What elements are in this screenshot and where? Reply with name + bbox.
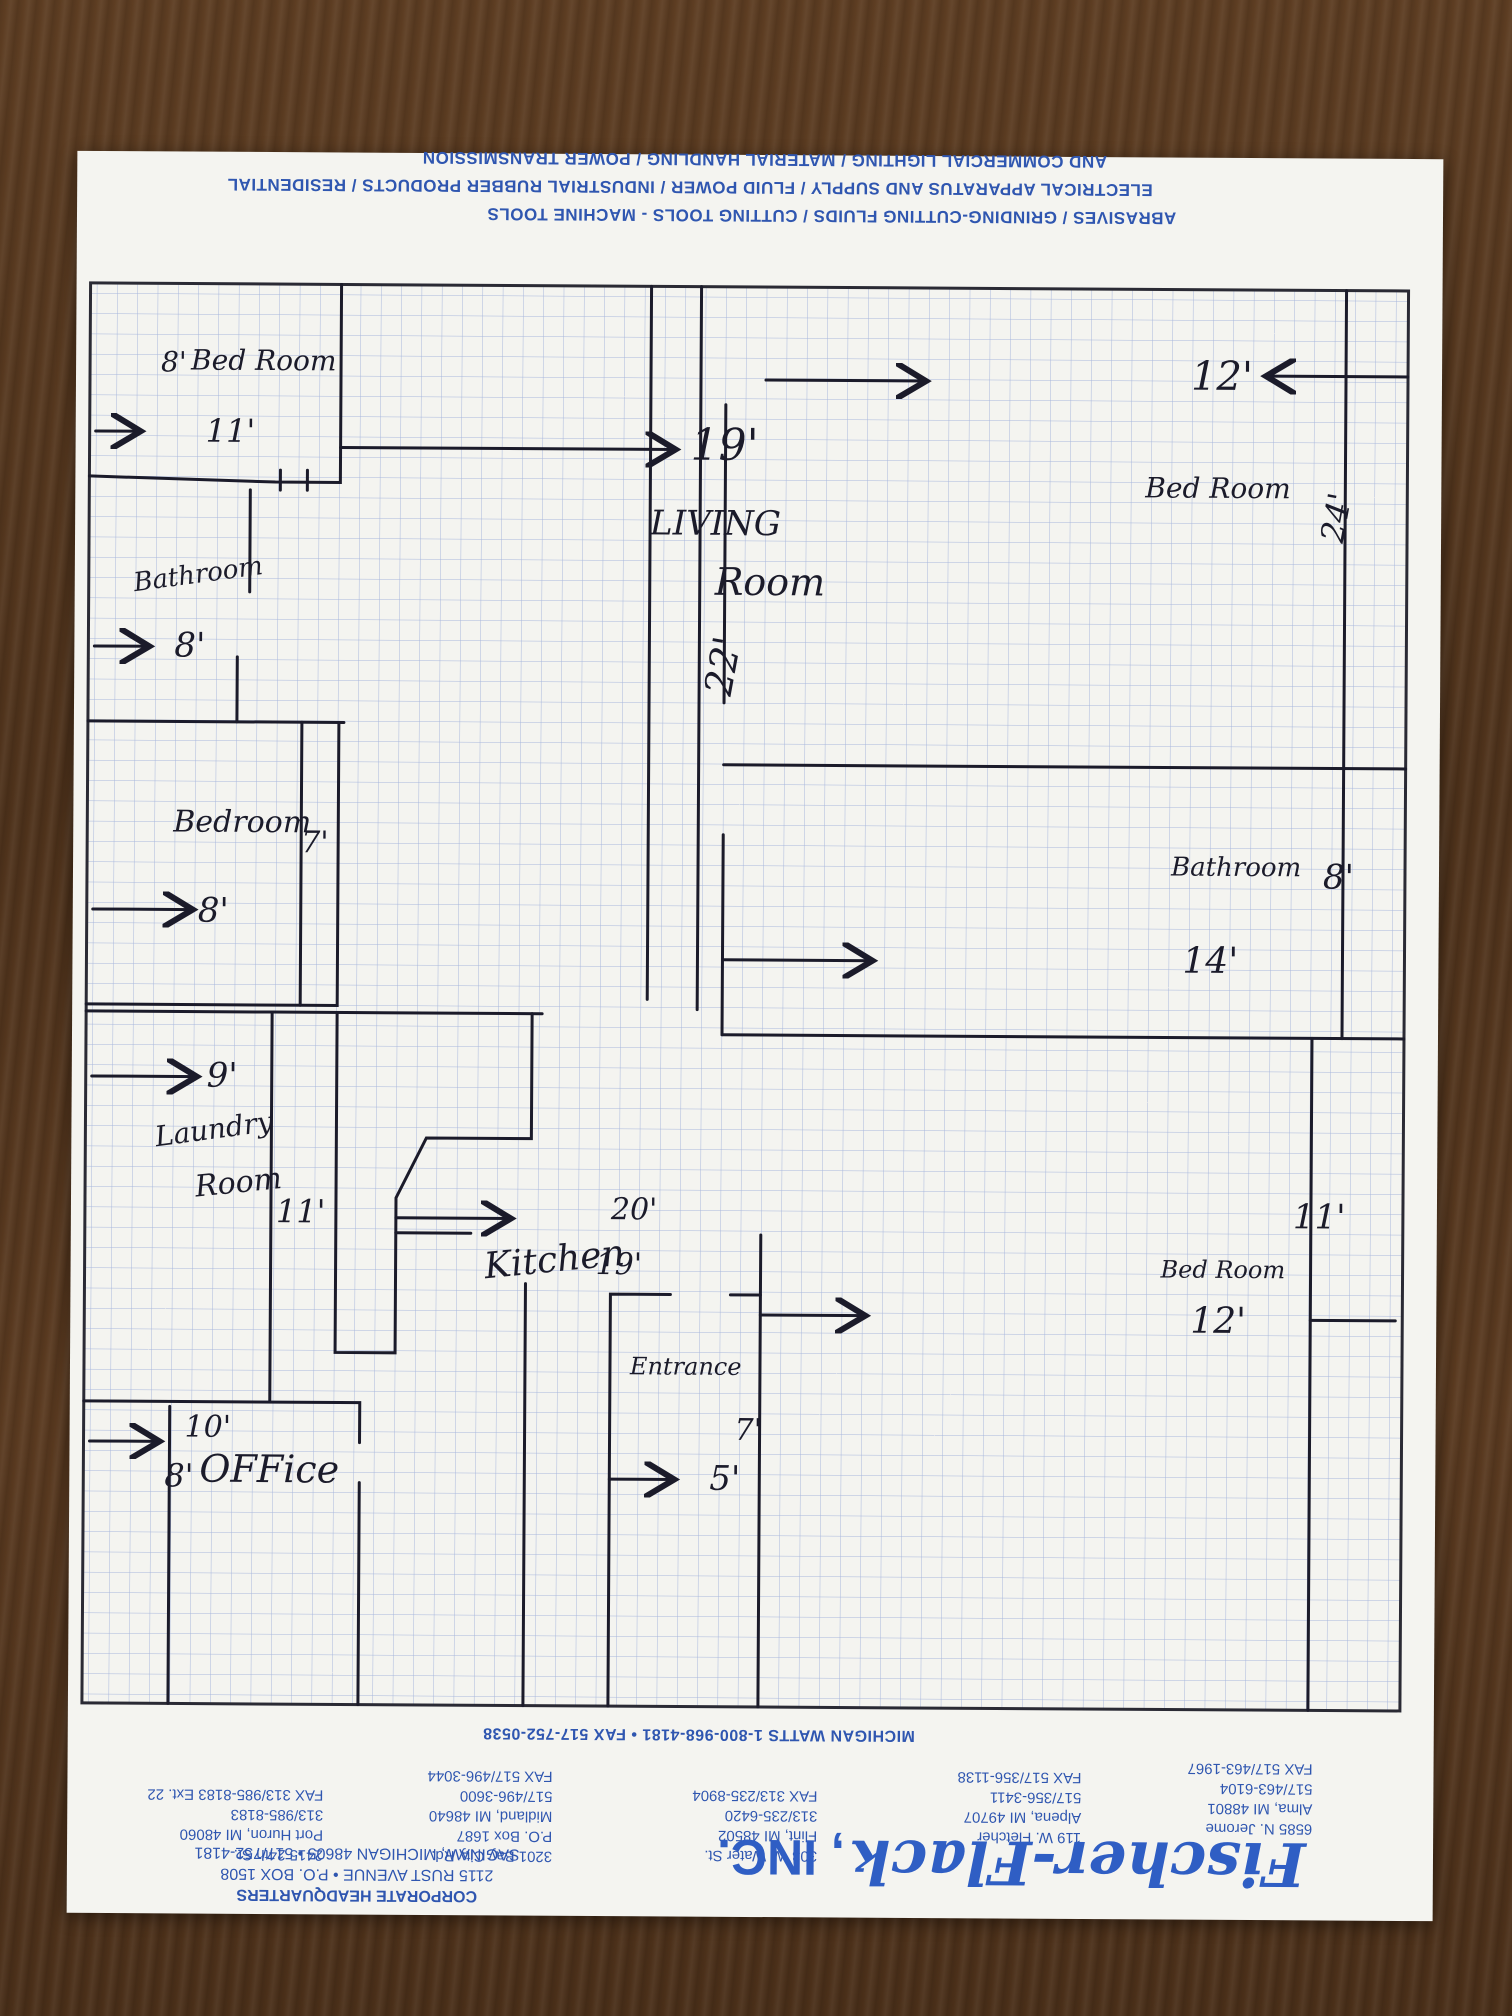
label-bedroom-se-w: 12' <box>1190 1301 1246 1342</box>
label-office-h: 8' <box>164 1456 193 1494</box>
logo-suffix: , INC. <box>716 1828 845 1886</box>
label-laundry-2: Room <box>192 1161 283 1205</box>
label-office-w: 10' <box>184 1410 231 1445</box>
label-bathroom-e-h: 8' <box>1323 857 1354 897</box>
label-bedroom-w-w: 8' <box>198 891 229 931</box>
hq-address-1: 2115 RUST AVENUE • P.O. BOX 1508 <box>220 1864 494 1884</box>
branch-alma: 6585 N. Jerome Alma, MI 48801 517/463-61… <box>1187 1759 1313 1838</box>
label-bedroom-ne-w: 12' <box>1191 354 1253 400</box>
company-logo: Fischer-Flack , INC. <box>717 1825 1306 1899</box>
grid-area <box>80 281 1411 1713</box>
floor-plan-drawing: 8' Bed Room 11' 19' LIVING Room 22' 12' … <box>80 281 1411 1713</box>
label-bedroom-w: Bedroom <box>172 804 311 840</box>
label-laundry-w: 9' <box>207 1056 238 1096</box>
label-bedroom-w-h: 7' <box>301 825 329 860</box>
label-kitchen-h: 19' <box>595 1247 642 1282</box>
label-entrance: Entrance <box>629 1352 742 1381</box>
label-bedroom-ne-h: 24' <box>1313 490 1359 547</box>
label-bedroom-nw-w: 8' <box>161 345 187 378</box>
label-bedroom-ne: Bed Room <box>1144 471 1291 505</box>
label-bedroom-nw-l: 11' <box>206 412 256 450</box>
footer-watts-line: MICHIGAN WATTS 1-800-968-4181 • FAX 517-… <box>482 1724 915 1744</box>
label-office: OFFice <box>199 1447 339 1492</box>
label-bathroom-e-w: 14' <box>1182 941 1238 982</box>
label-bathroom-e: Bathroom <box>1170 853 1301 884</box>
label-bedroom-se-h: 11' <box>1293 1197 1346 1237</box>
label-kitchen-w: 20' <box>610 1192 658 1227</box>
hq-address-2: SAGINAW, MICHIGAN 48605 • 517/752-4181 <box>194 1843 520 1863</box>
label-bedroom-nw: Bed Room <box>190 344 337 378</box>
label-bedroom-se: Bed Room <box>1159 1255 1285 1284</box>
label-entrance-w: 5' <box>709 1459 740 1499</box>
label-living-2: Room <box>714 560 826 605</box>
corporate-hq-block: CORPORATE HEADQUARTERS 2115 RUST AVENUE … <box>177 1841 537 1906</box>
hq-title: CORPORATE HEADQUARTERS <box>236 1885 478 1905</box>
label-living-h: 22' <box>696 633 750 700</box>
label-laundry-h: 11' <box>276 1192 326 1230</box>
graph-paper-sheet: ABRASIVES / GRINDING-CUTTING FLUIDS / CU… <box>66 148 1444 1922</box>
label-living-1: LIVING <box>649 503 781 544</box>
label-bathroom-w-w: 8' <box>174 625 205 665</box>
label-entrance-h: 7' <box>734 1413 762 1448</box>
label-living-w: 19' <box>690 420 758 471</box>
logo-text: Fischer-Flack <box>849 1825 1306 1899</box>
